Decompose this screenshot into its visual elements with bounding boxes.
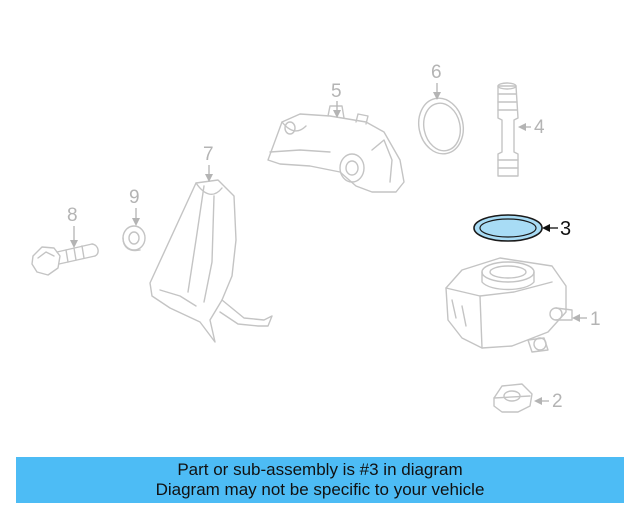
callout-9: 9 <box>129 187 140 208</box>
arrow-6 <box>433 92 441 100</box>
arrow-4 <box>518 123 526 131</box>
part-2-nut[interactable] <box>493 383 533 413</box>
part-4-stud[interactable] <box>497 82 519 177</box>
callout-4: 4 <box>534 117 545 138</box>
callout-1: 1 <box>590 309 601 330</box>
callout-5: 5 <box>331 81 342 102</box>
arrow-5 <box>333 110 341 118</box>
part-6-oring[interactable] <box>414 94 469 158</box>
arrow-2 <box>534 397 542 405</box>
callout-2: 2 <box>552 391 563 412</box>
arrow-3 <box>542 224 550 232</box>
part-9-washer[interactable] <box>122 225 146 252</box>
arrow-9 <box>132 218 140 226</box>
part-5-cover[interactable] <box>267 105 405 193</box>
arrow-1 <box>572 314 580 322</box>
part-3-gasket[interactable] <box>473 214 543 242</box>
arrow-8 <box>70 240 78 248</box>
callout-3: 3 <box>560 218 571 240</box>
part-8-bolt[interactable] <box>31 243 99 276</box>
info-banner: Part or sub-assembly is #3 in diagram Di… <box>16 457 624 503</box>
callout-8: 8 <box>67 205 78 226</box>
callout-6: 6 <box>431 62 442 83</box>
part-7-housing[interactable] <box>149 179 273 343</box>
banner-line-2: Diagram may not be specific to your vehi… <box>155 480 485 499</box>
banner-line-1: Part or sub-assembly is #3 in diagram <box>177 460 463 479</box>
arrow-7 <box>205 174 213 182</box>
part-1-oil-cooler[interactable] <box>445 257 573 353</box>
callout-7: 7 <box>203 144 214 165</box>
